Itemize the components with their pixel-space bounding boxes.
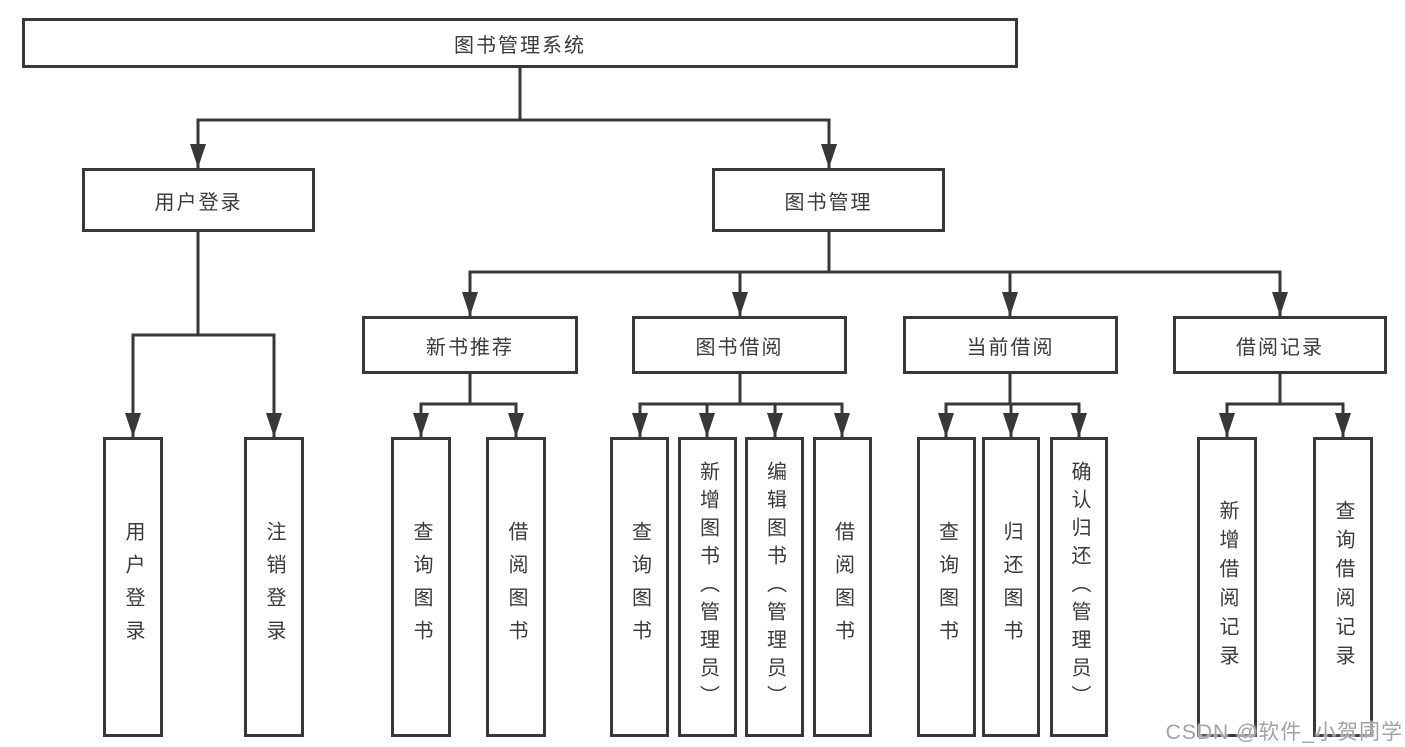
leaf-label: 查询图书 xyxy=(410,521,432,653)
leaf-borrow-books: 借阅图书 xyxy=(813,437,872,737)
node-book-management: 图书管理 xyxy=(712,168,945,232)
leaf-query-books-borrow: 查询图书 xyxy=(610,437,669,737)
leaf-label: 用户登录 xyxy=(122,521,144,653)
leaf-label: 查询借阅记录 xyxy=(1332,500,1354,674)
leaf-label: 编辑图书（管理员） xyxy=(763,461,786,713)
leaf-confirm-return-admin: 确认归还（管理员） xyxy=(1050,437,1108,737)
node-root-library-management-system: 图书管理系统 xyxy=(22,18,1018,68)
leaf-logout: 注销登录 xyxy=(244,437,304,737)
leaf-label: 新增图书（管理员） xyxy=(696,461,719,713)
node-label: 借阅记录 xyxy=(1236,336,1324,359)
leaf-user-login: 用户登录 xyxy=(103,437,163,737)
leaf-label: 查询图书 xyxy=(935,521,958,653)
node-label: 新书推荐 xyxy=(426,336,514,359)
node-book-borrow: 图书借阅 xyxy=(632,316,847,374)
leaf-label: 借阅图书 xyxy=(505,521,527,653)
node-user-login: 用户登录 xyxy=(82,168,315,232)
leaf-label: 归还图书 xyxy=(1000,521,1022,653)
node-label: 当前借阅 xyxy=(966,336,1055,359)
node-current-borrow: 当前借阅 xyxy=(903,316,1118,374)
node-label: 图书管理 xyxy=(784,191,873,214)
leaf-label: 新增借阅记录 xyxy=(1216,500,1238,674)
leaf-edit-book-admin: 编辑图书（管理员） xyxy=(745,437,804,737)
leaf-query-books-current: 查询图书 xyxy=(917,437,976,737)
leaf-label: 借阅图书 xyxy=(831,521,854,653)
leaf-borrow-books-recommend: 借阅图书 xyxy=(486,437,546,737)
leaf-query-borrow-record: 查询借阅记录 xyxy=(1313,437,1373,737)
leaf-add-book-admin: 新增图书（管理员） xyxy=(678,437,737,737)
node-label: 用户登录 xyxy=(154,191,243,214)
leaf-query-books-recommend: 查询图书 xyxy=(391,437,451,737)
leaf-label: 查询图书 xyxy=(628,521,651,653)
node-label: 图书借阅 xyxy=(695,336,784,359)
leaf-label: 确认归还（管理员） xyxy=(1068,461,1090,713)
leaf-add-borrow-record: 新增借阅记录 xyxy=(1197,437,1257,737)
node-label: 图书管理系统 xyxy=(454,34,586,57)
leaf-return-books: 归还图书 xyxy=(982,437,1040,737)
csdn-watermark: CSDN @软件_小贺同学 xyxy=(1165,721,1403,744)
node-borrow-records: 借阅记录 xyxy=(1173,316,1387,374)
node-new-book-recommend: 新书推荐 xyxy=(362,316,578,374)
leaf-label: 注销登录 xyxy=(263,521,285,653)
